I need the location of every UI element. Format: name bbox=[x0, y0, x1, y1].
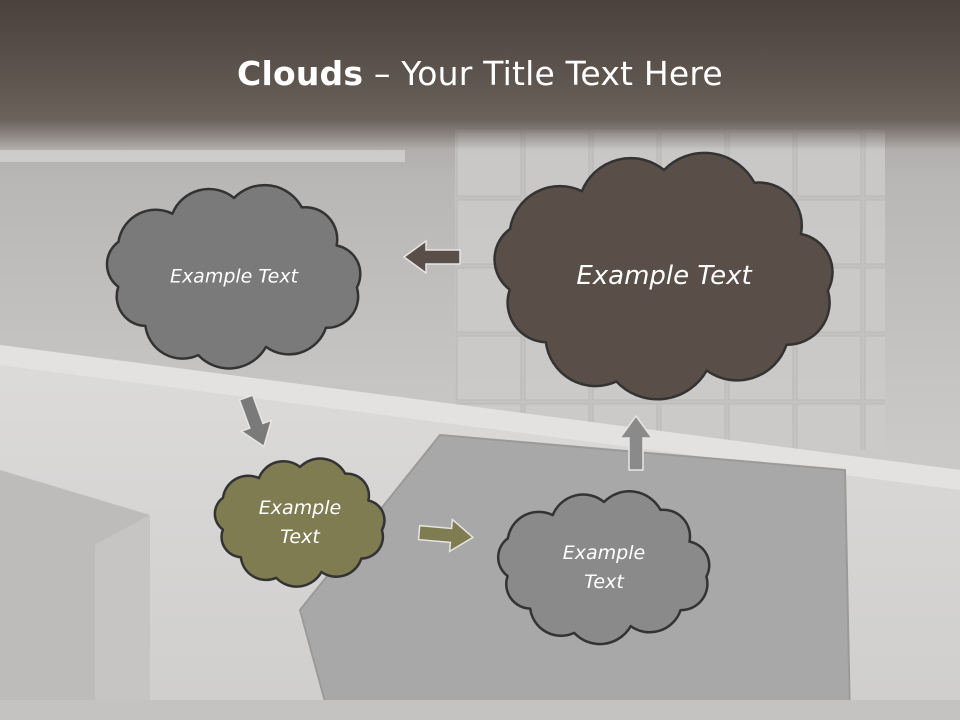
cloud-top-right: Example Text bbox=[493, 151, 834, 401]
cloud-shape-bottom-left bbox=[213, 457, 386, 588]
cloud-shape-top-left bbox=[105, 183, 362, 370]
cloud-label-line: Text bbox=[584, 571, 625, 593]
cloud-label-line: Example Text bbox=[576, 261, 752, 291]
title-bar bbox=[0, 0, 960, 150]
title-text: Your Title Text Here bbox=[401, 54, 723, 93]
arrow-left-icon bbox=[402, 239, 461, 275]
title-bold-word: Clouds bbox=[237, 54, 364, 93]
arrow-down-icon bbox=[238, 394, 273, 448]
cloud-label-top-right: Example Text bbox=[576, 261, 752, 291]
cloud-label-line: Example bbox=[563, 542, 645, 564]
cloud-label-line: Example Text bbox=[170, 266, 300, 288]
cloud-label-line: Example bbox=[259, 497, 341, 519]
cloud-shape-bottom-right bbox=[496, 490, 711, 646]
slide-title: Clouds – Your Title Text Here bbox=[0, 54, 960, 93]
cloud-shape-top-right bbox=[493, 151, 834, 401]
cloud-top-left: Example Text bbox=[105, 183, 362, 370]
arrow-right-icon bbox=[417, 517, 475, 553]
cloud-label-line: Text bbox=[280, 526, 321, 548]
cloud-label-top-left: Example Text bbox=[170, 266, 300, 288]
title-separator: – bbox=[363, 54, 402, 93]
arrow-up-icon bbox=[618, 414, 654, 471]
